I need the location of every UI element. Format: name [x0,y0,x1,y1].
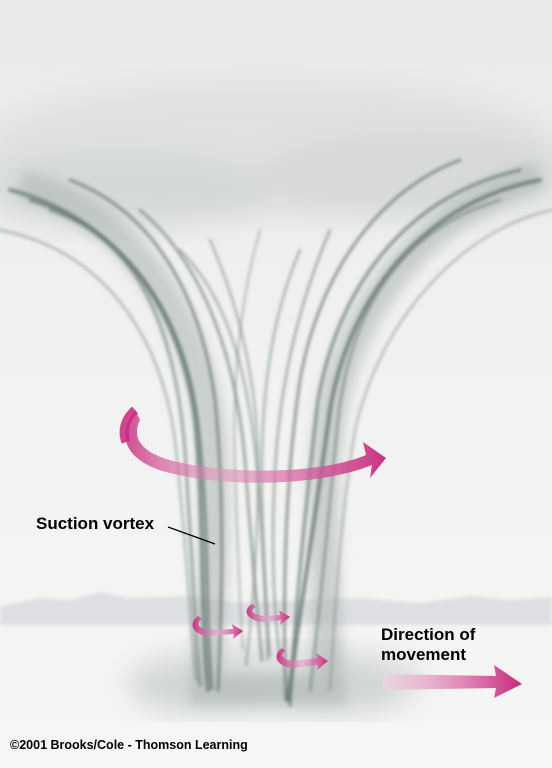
suction-vortex-leader-line [167,526,216,545]
direction-label-line1: Direction of [381,625,476,644]
rotation-arrow-small-3 [276,648,328,670]
rotation-arrow-large [119,406,387,483]
rotation-arrow-small-1 [192,616,243,639]
copyright-notice: ©2001 Brooks/Cole - Thomson Learning [10,738,248,752]
rotation-arrow-small-2 [246,604,290,625]
suction-vortex-label: Suction vortex [36,514,155,533]
direction-of-movement-label: Direction of movement [381,625,475,665]
movement-arrow [383,665,522,698]
direction-label-line2: movement [381,645,467,664]
